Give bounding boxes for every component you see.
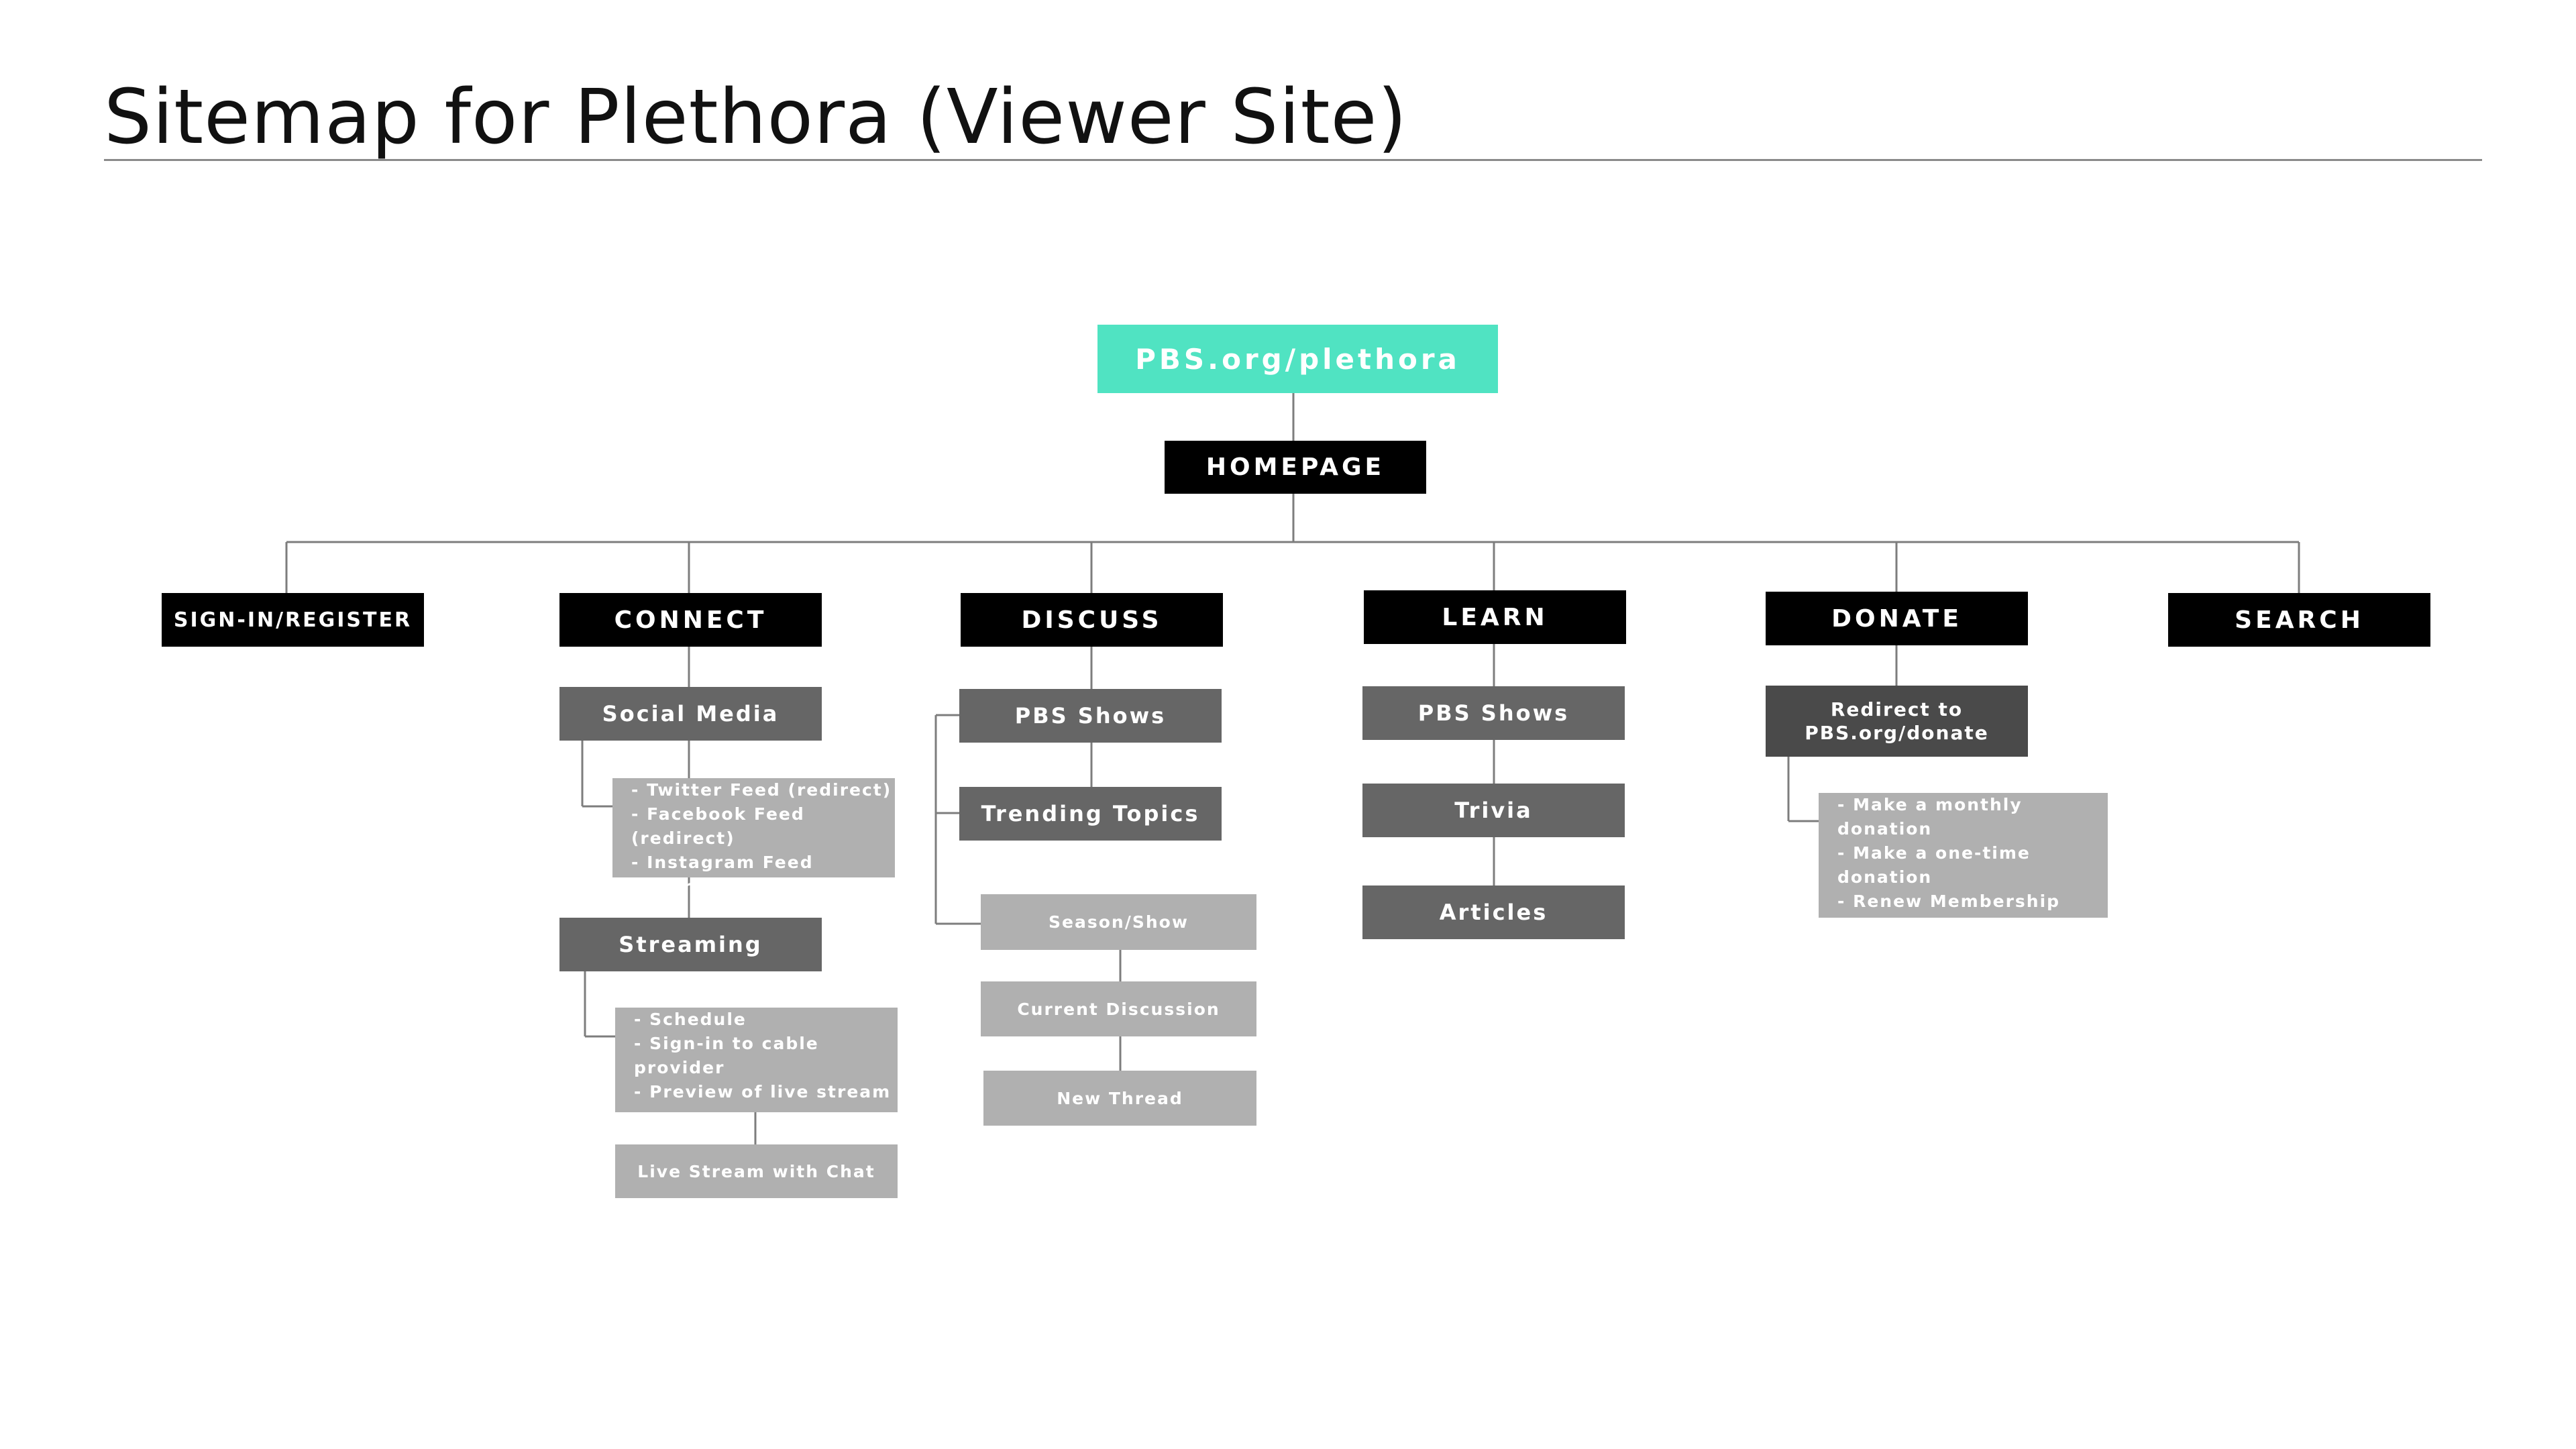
streaming-item-preview: - Preview of live stream xyxy=(634,1082,892,1102)
donate-redirect-line1: Redirect to xyxy=(1830,698,1964,720)
donate-item-one-time: - Make a one-time donation xyxy=(1837,843,2031,887)
section-discuss: DISCUSS xyxy=(961,593,1223,647)
section-connect: CONNECT xyxy=(559,593,822,647)
donate-items: - Make a monthly donation - Make a one-t… xyxy=(1819,793,2108,935)
connect-streaming-items: - Schedule - Sign-in to cable provider -… xyxy=(615,1008,898,1112)
title-divider xyxy=(104,159,2482,161)
learn-articles: Articles xyxy=(1362,885,1625,939)
donate-item-monthly: - Make a monthly donation xyxy=(1837,795,2023,839)
donate-redirect-line2: PBS.org/donate xyxy=(1805,722,1989,744)
connect-live-stream-chat: Live Stream with Chat xyxy=(615,1144,898,1198)
social-item-facebook: - Facebook Feed (redirect) xyxy=(631,804,805,848)
homepage-node: HOMEPAGE xyxy=(1165,441,1426,494)
section-signin-register: SIGN-IN/REGISTER xyxy=(162,593,424,647)
social-item-instagram: - Instagram Feed (redirect) xyxy=(631,853,814,896)
page-title: Sitemap for Plethora (Viewer Site) xyxy=(104,74,1408,161)
discuss-current-discussion: Current Discussion xyxy=(981,981,1256,1036)
donate-item-gifts: - Thank you gifts xyxy=(1837,916,2021,935)
learn-pbs-shows: PBS Shows xyxy=(1362,686,1625,740)
connect-streaming: Streaming xyxy=(559,918,822,971)
root-node-pbs-plethora: PBS.org/plethora xyxy=(1097,325,1498,393)
discuss-season-show: Season/Show xyxy=(981,894,1256,950)
donate-redirect: Redirect to PBS.org/donate xyxy=(1766,686,2028,757)
connect-social-items: - Twitter Feed (redirect) - Facebook Fee… xyxy=(612,778,895,896)
donate-item-renew: - Renew Membership xyxy=(1837,892,2061,911)
learn-trivia: Trivia xyxy=(1362,784,1625,837)
connect-social-media: Social Media xyxy=(559,687,822,741)
section-learn: LEARN xyxy=(1364,590,1626,644)
section-donate: DONATE xyxy=(1766,592,2028,645)
section-search: SEARCH xyxy=(2168,593,2430,647)
discuss-new-thread: New Thread xyxy=(983,1071,1256,1126)
discuss-pbs-shows: PBS Shows xyxy=(959,689,1222,743)
streaming-item-signin-cable: - Sign-in to cable provider xyxy=(634,1034,819,1077)
streaming-item-schedule: - Schedule xyxy=(634,1010,747,1029)
discuss-trending-topics: Trending Topics xyxy=(959,787,1222,841)
social-item-twitter: - Twitter Feed (redirect) xyxy=(631,780,892,800)
